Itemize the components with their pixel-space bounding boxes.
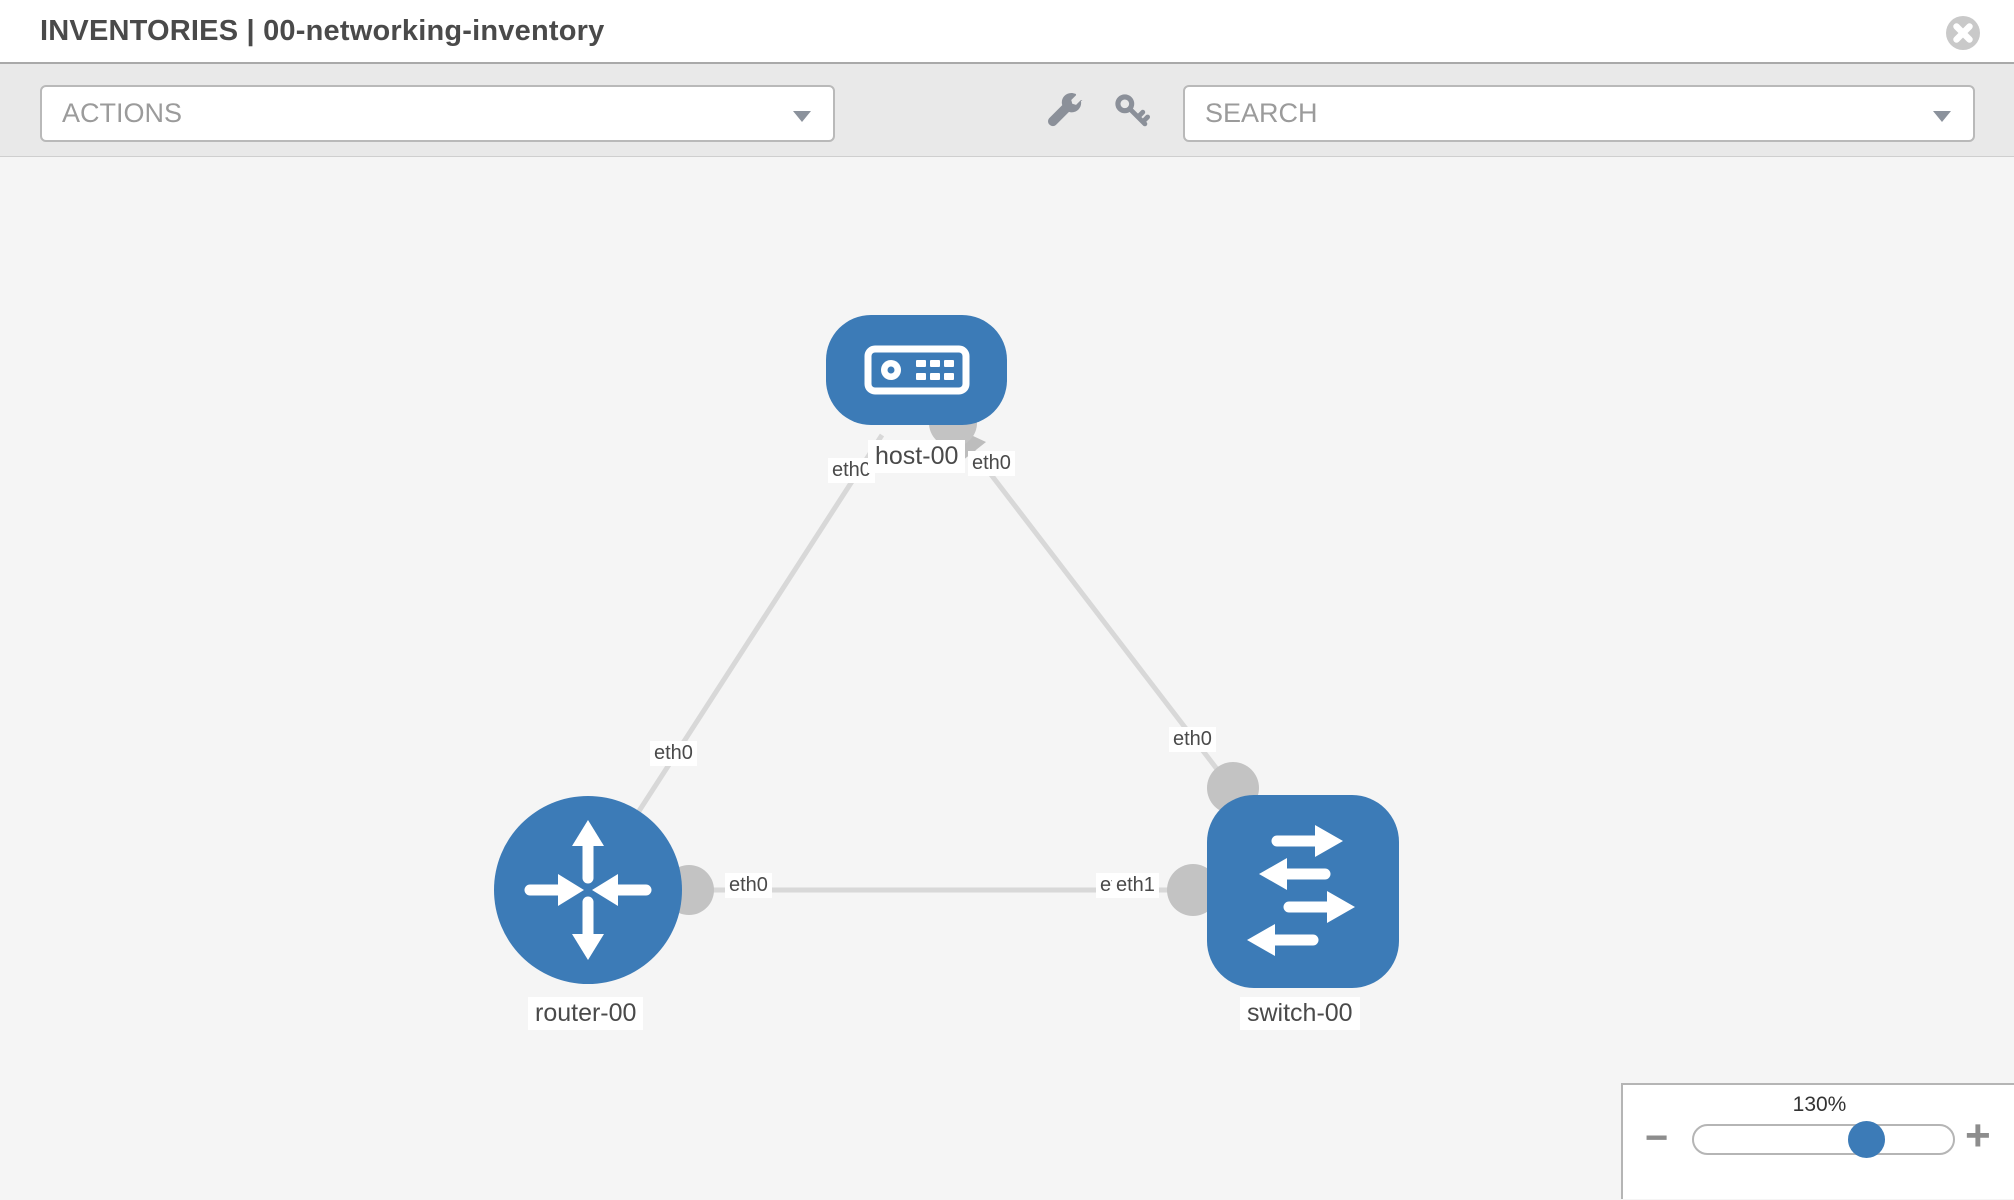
port-label: eth0 bbox=[1169, 727, 1216, 752]
node-label-switch: switch-00 bbox=[1240, 997, 1360, 1030]
toolbar: ACTIONS SEARCH bbox=[0, 64, 2014, 157]
node-label-host: host-00 bbox=[868, 440, 966, 473]
node-host-00[interactable] bbox=[826, 315, 1007, 425]
zoom-slider-thumb[interactable] bbox=[1848, 1121, 1885, 1158]
close-icon[interactable] bbox=[1945, 15, 1981, 51]
port-label: eth0 bbox=[725, 873, 772, 898]
breadcrumb-header: INVENTORIES | 00-networking-inventory bbox=[0, 0, 2014, 64]
zoom-level-value: 130% bbox=[1792, 1093, 1847, 1116]
page-title: INVENTORIES | 00-networking-inventory bbox=[40, 15, 605, 47]
port-label: eth1 bbox=[1112, 873, 1159, 898]
wrench-icon[interactable] bbox=[1048, 93, 1084, 129]
topology-graph bbox=[494, 315, 1399, 988]
port-label: eth0 bbox=[650, 741, 697, 766]
actions-dropdown-label: ACTIONS bbox=[62, 98, 183, 128]
zoom-in-button[interactable]: + bbox=[1965, 1111, 1991, 1160]
node-router-00[interactable] bbox=[494, 796, 682, 984]
chevron-down-icon bbox=[1933, 111, 1951, 122]
port-label: eth0 bbox=[828, 458, 875, 483]
router-icon bbox=[524, 820, 652, 960]
port-label: eth0 bbox=[968, 451, 1015, 476]
interface-dot-switch-eth1[interactable] bbox=[1167, 864, 1219, 916]
search-dropdown-label: SEARCH bbox=[1205, 98, 1318, 128]
zoom-panel: 130% − + bbox=[1621, 1083, 2014, 1199]
zoom-slider-track[interactable] bbox=[1692, 1121, 1955, 1158]
node-switch-00[interactable] bbox=[1207, 795, 1399, 988]
switch-icon bbox=[1247, 825, 1355, 956]
search-dropdown[interactable]: SEARCH bbox=[1183, 85, 1975, 142]
topology-canvas[interactable]: eth0 eth0 eth0 eth0 eth0 eth0 eth1 host-… bbox=[0, 157, 2014, 1199]
host-icon bbox=[864, 345, 970, 395]
actions-dropdown[interactable]: ACTIONS bbox=[40, 85, 835, 142]
key-icon[interactable] bbox=[1114, 93, 1150, 129]
chevron-down-icon bbox=[793, 111, 811, 122]
node-label-router: router-00 bbox=[528, 997, 644, 1030]
zoom-out-button[interactable]: − bbox=[1645, 1116, 1669, 1160]
